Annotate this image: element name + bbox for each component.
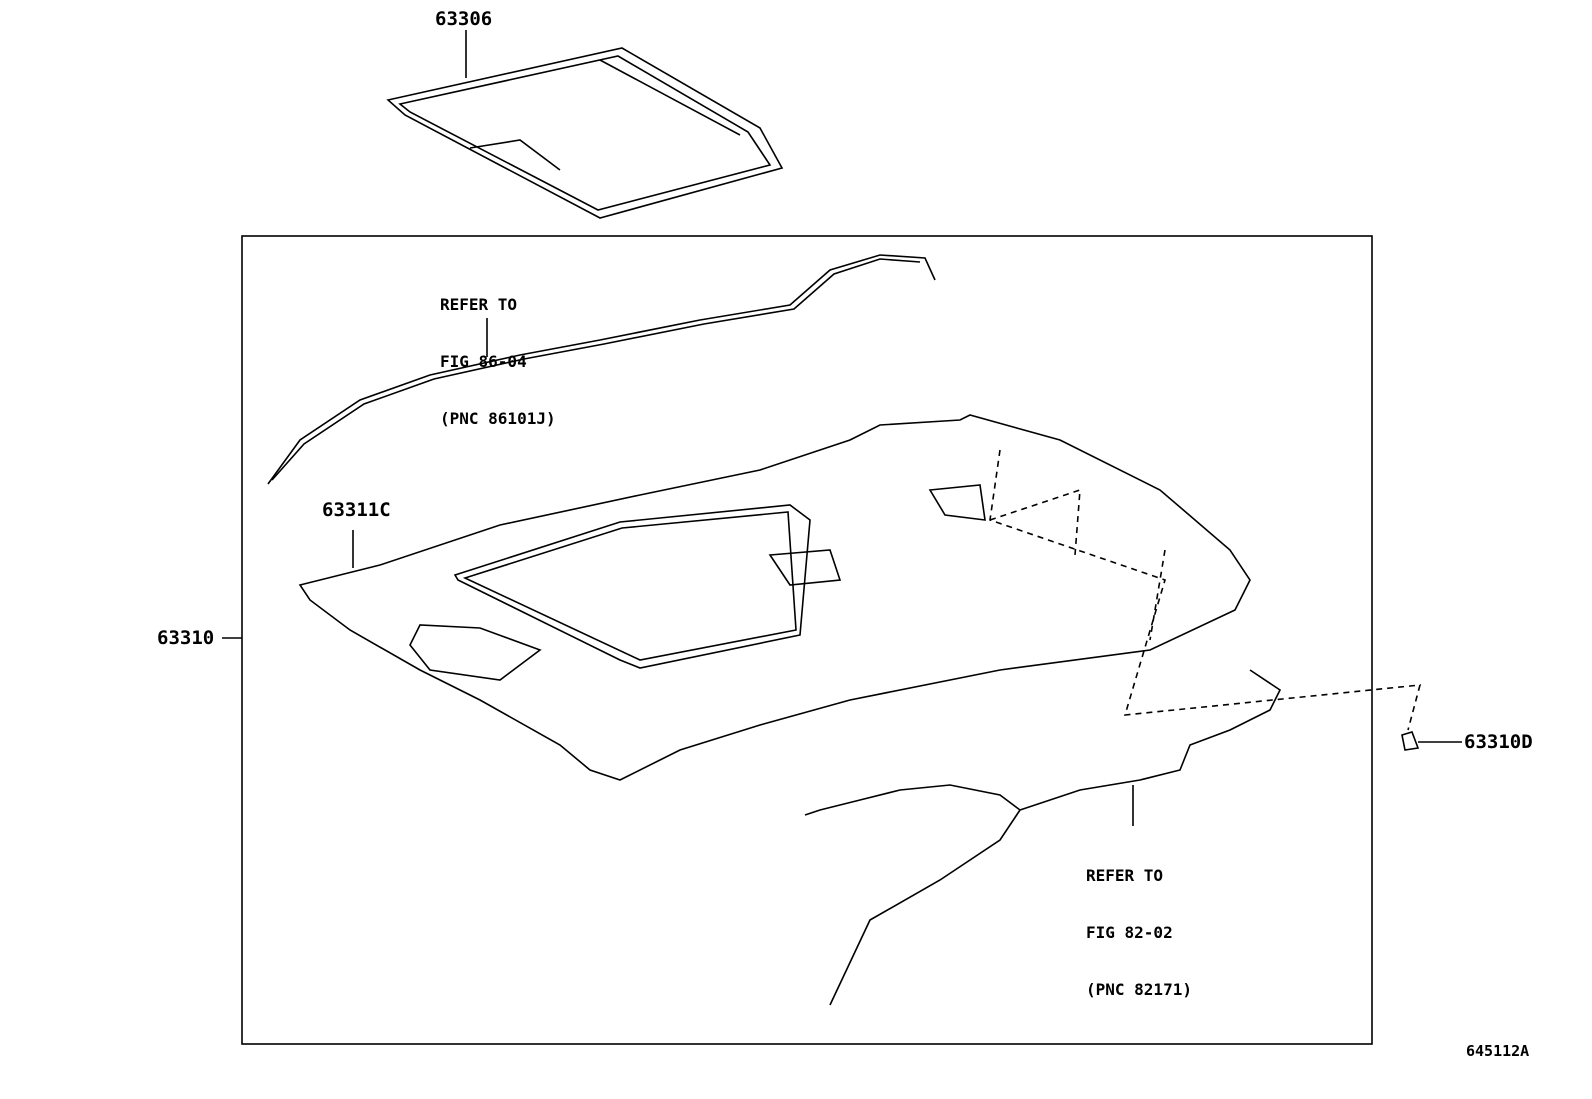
part-number-63306[interactable]: 63306: [435, 8, 493, 30]
reference-note-82-02[interactable]: REFER TO FIG 82-02 (PNC 82171): [1086, 828, 1192, 1018]
headliner-drawing: [298, 414, 1251, 781]
floor-wire-harness-drawing: [804, 669, 1282, 1006]
clip-drawing: [1401, 731, 1420, 751]
sunshade-drawing: [386, 30, 784, 219]
ref-line: (PNC 86101J): [440, 409, 556, 428]
ref-line: REFER TO: [440, 295, 518, 314]
ref-line: FIG 82-02: [1086, 923, 1173, 942]
assembly-frame: [241, 235, 1373, 1045]
part-number-63310[interactable]: 63310: [157, 627, 215, 649]
roof-wire-harness-drawing: [267, 254, 936, 485]
ref-line: FIG 86-04: [440, 352, 527, 371]
part-number-63311c[interactable]: 63311C: [322, 499, 391, 521]
ref-line: REFER TO: [1086, 866, 1164, 885]
reference-note-86-04[interactable]: REFER TO FIG 86-04 (PNC 86101J): [440, 257, 556, 447]
dashed-leaders: [989, 449, 1422, 731]
illustration-id: 645112A: [1466, 1042, 1530, 1060]
part-number-63310d[interactable]: 63310D: [1464, 731, 1533, 753]
ref-line: (PNC 82171): [1086, 980, 1192, 999]
